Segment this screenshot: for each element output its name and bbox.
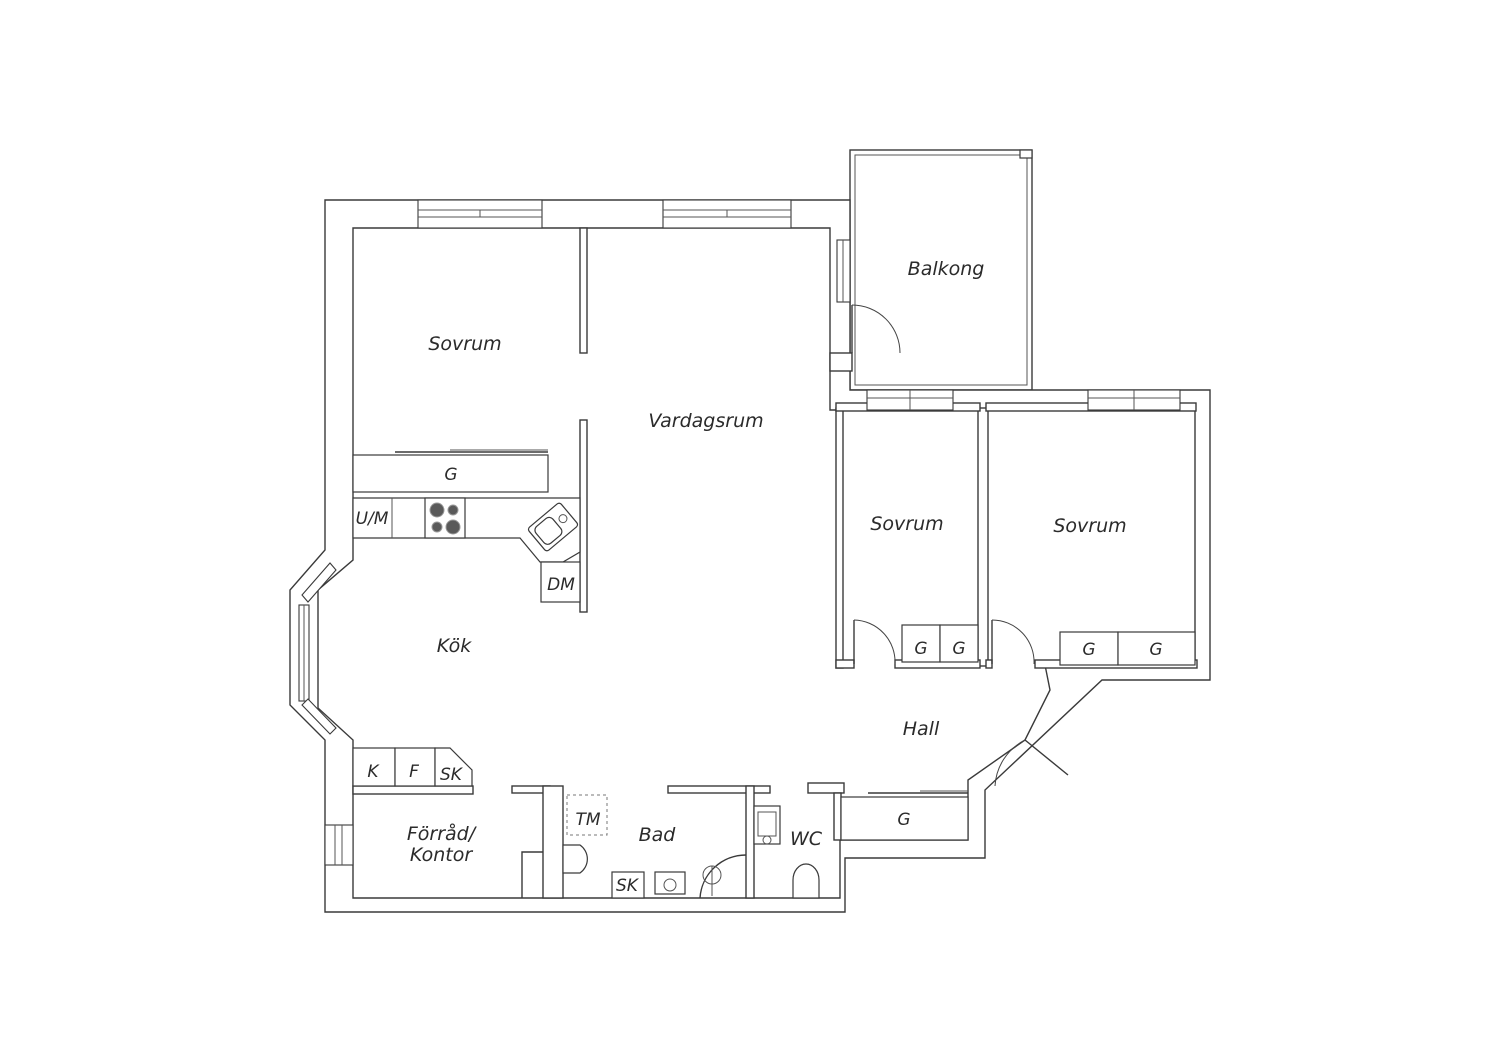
kitchen-lower-appliances — [352, 747, 473, 787]
label-kitchen: Kök — [437, 635, 472, 657]
label-bedroom-middle: Sovrum — [870, 513, 943, 535]
kitchen-sink — [527, 502, 579, 552]
label-tumble-dryer: TM — [575, 810, 600, 830]
bedroom-main-wardrobe — [352, 449, 549, 493]
bedroom-middle-wardrobes — [901, 624, 979, 663]
label-bedroom-right: Sovrum — [1053, 515, 1126, 537]
wc-fixtures — [753, 805, 820, 899]
label-wc: WC — [790, 828, 823, 850]
stove — [424, 497, 466, 539]
label-bathroom: Bad — [639, 824, 677, 846]
hall-wardrobe — [840, 790, 969, 841]
doors — [851, 304, 1069, 787]
label-balcony: Balkong — [908, 258, 985, 280]
label-wardrobe-bedroom-main: G — [444, 465, 457, 485]
label-fridge-freezer: U/M — [356, 509, 389, 529]
label-living-room: Vardagsrum — [648, 410, 763, 432]
bedroom-right-wardrobes — [1059, 631, 1196, 666]
label-freezer: F — [409, 762, 419, 782]
windows — [298, 199, 1181, 866]
label-wardrobe-right-1: G — [1082, 640, 1095, 660]
room-labels: Balkong Sovrum Vardagsrum Sovrum Sovrum … — [407, 258, 1127, 866]
shower — [699, 854, 747, 899]
balcony — [849, 149, 1033, 391]
label-wardrobe-middle-1: G — [914, 639, 927, 659]
fixture-labels: G U/M DM G G G G K F SK G TM SK — [356, 465, 1163, 896]
label-hall: Hall — [903, 718, 940, 740]
kitchen-counter — [352, 497, 581, 603]
bath-sink — [654, 871, 686, 895]
interior-walls — [352, 227, 1198, 899]
label-storage-office-2: Kontor — [410, 844, 474, 866]
label-storage-office-1: Förråd/ — [407, 822, 478, 845]
label-cupboard-kitchen: SK — [440, 765, 464, 785]
label-wardrobe-right-2: G — [1149, 640, 1162, 660]
label-bedroom-main: Sovrum — [428, 333, 501, 355]
wc-toilet — [792, 863, 820, 899]
tumble-dryer — [566, 794, 608, 836]
label-fridge: K — [367, 762, 380, 782]
bathroom-fixtures — [562, 794, 747, 899]
label-wardrobe-middle-2: G — [952, 639, 965, 659]
label-dishwasher: DM — [547, 575, 575, 595]
label-cupboard-bath: SK — [616, 876, 640, 896]
bath-toilet — [562, 844, 588, 874]
label-wardrobe-hall: G — [897, 810, 910, 830]
